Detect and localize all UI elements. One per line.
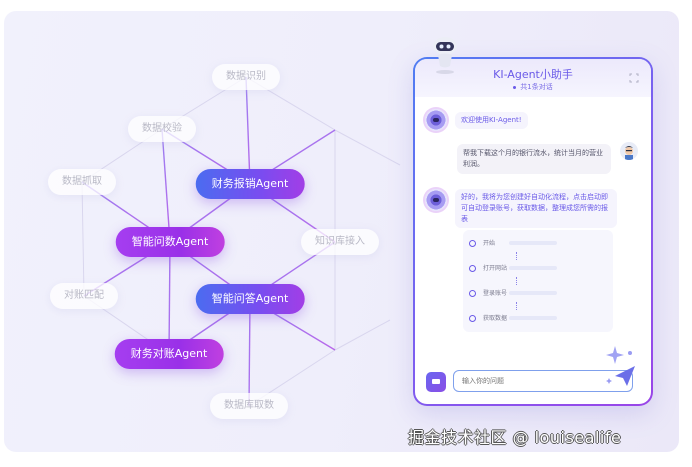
watermark: 掘金技术社区 @ louisealife [408,428,622,447]
step-progress-bar [509,241,557,245]
step-circle-icon [469,265,476,272]
chat-subtitle: 共1条对话 [415,82,651,92]
workflow-step: 开始 [469,237,569,251]
bot-avatar [425,109,447,131]
chat-window: KI-Agent小助手 共1条对话 欢迎使用KI-Agent! 帮我下载这个月的… [413,57,653,406]
user-avatar [620,142,638,160]
send-sparkle-icon[interactable] [605,344,641,388]
robot-mascot-icon [433,37,457,74]
workflow-step: 打开网站 [469,262,569,276]
agent-reconcile: 财务对账Agent [114,339,224,369]
step-label: 获取数据 [483,315,508,322]
chat-icon-button[interactable] [426,372,446,392]
step-label: 登录账号 [483,290,508,297]
step-connector [516,277,518,285]
bot-avatar [425,189,447,211]
step-circle-icon [469,240,476,247]
step-label: 打开网站 [483,265,508,272]
step-connector [516,252,518,260]
step-progress-bar [509,316,557,320]
workflow-step: 获取数据 [469,312,569,326]
conversation-count: 共1条对话 [520,83,553,91]
agent-expense: 财务报销Agent [195,169,305,199]
question-input[interactable] [453,370,633,392]
node-data-recognition: 数据识别 [212,64,280,90]
expand-icon[interactable] [629,73,639,83]
user-message: 帮我下载这个月的银行流水，统计当月的营业利润。 [457,144,611,174]
step-circle-icon [469,290,476,297]
status-dot-icon [513,85,517,89]
step-progress-bar [509,266,557,270]
bot-message: 欢迎使用KI-Agent! [455,112,528,129]
node-reconcile-match: 对账匹配 [50,283,118,309]
node-db-fetch: 数据库取数 [210,393,288,419]
step-label: 开始 [483,240,496,247]
workflow-steps: 开始 打开网站 登录账号 获取数据 [463,230,613,332]
chat-header: KI-Agent小助手 共1条对话 [415,59,651,97]
node-data-validation: 数据校验 [128,116,196,142]
step-connector [516,302,518,310]
bot-message: 好的，我将为您创建好自动化流程，点击启动即可自动登录账号，获取数据，整理成您所需… [455,189,617,228]
agent-data-query: 智能问数Agent [115,227,225,257]
workflow-step: 登录账号 [469,287,569,301]
node-data-crawl: 数据抓取 [48,169,116,195]
node-kb-access: 知识库接入 [301,229,379,255]
chat-title: KI-Agent小助手 [493,68,573,81]
agent-qa: 智能问答Agent [195,284,305,314]
step-circle-icon [469,315,476,322]
step-progress-bar [509,291,557,295]
